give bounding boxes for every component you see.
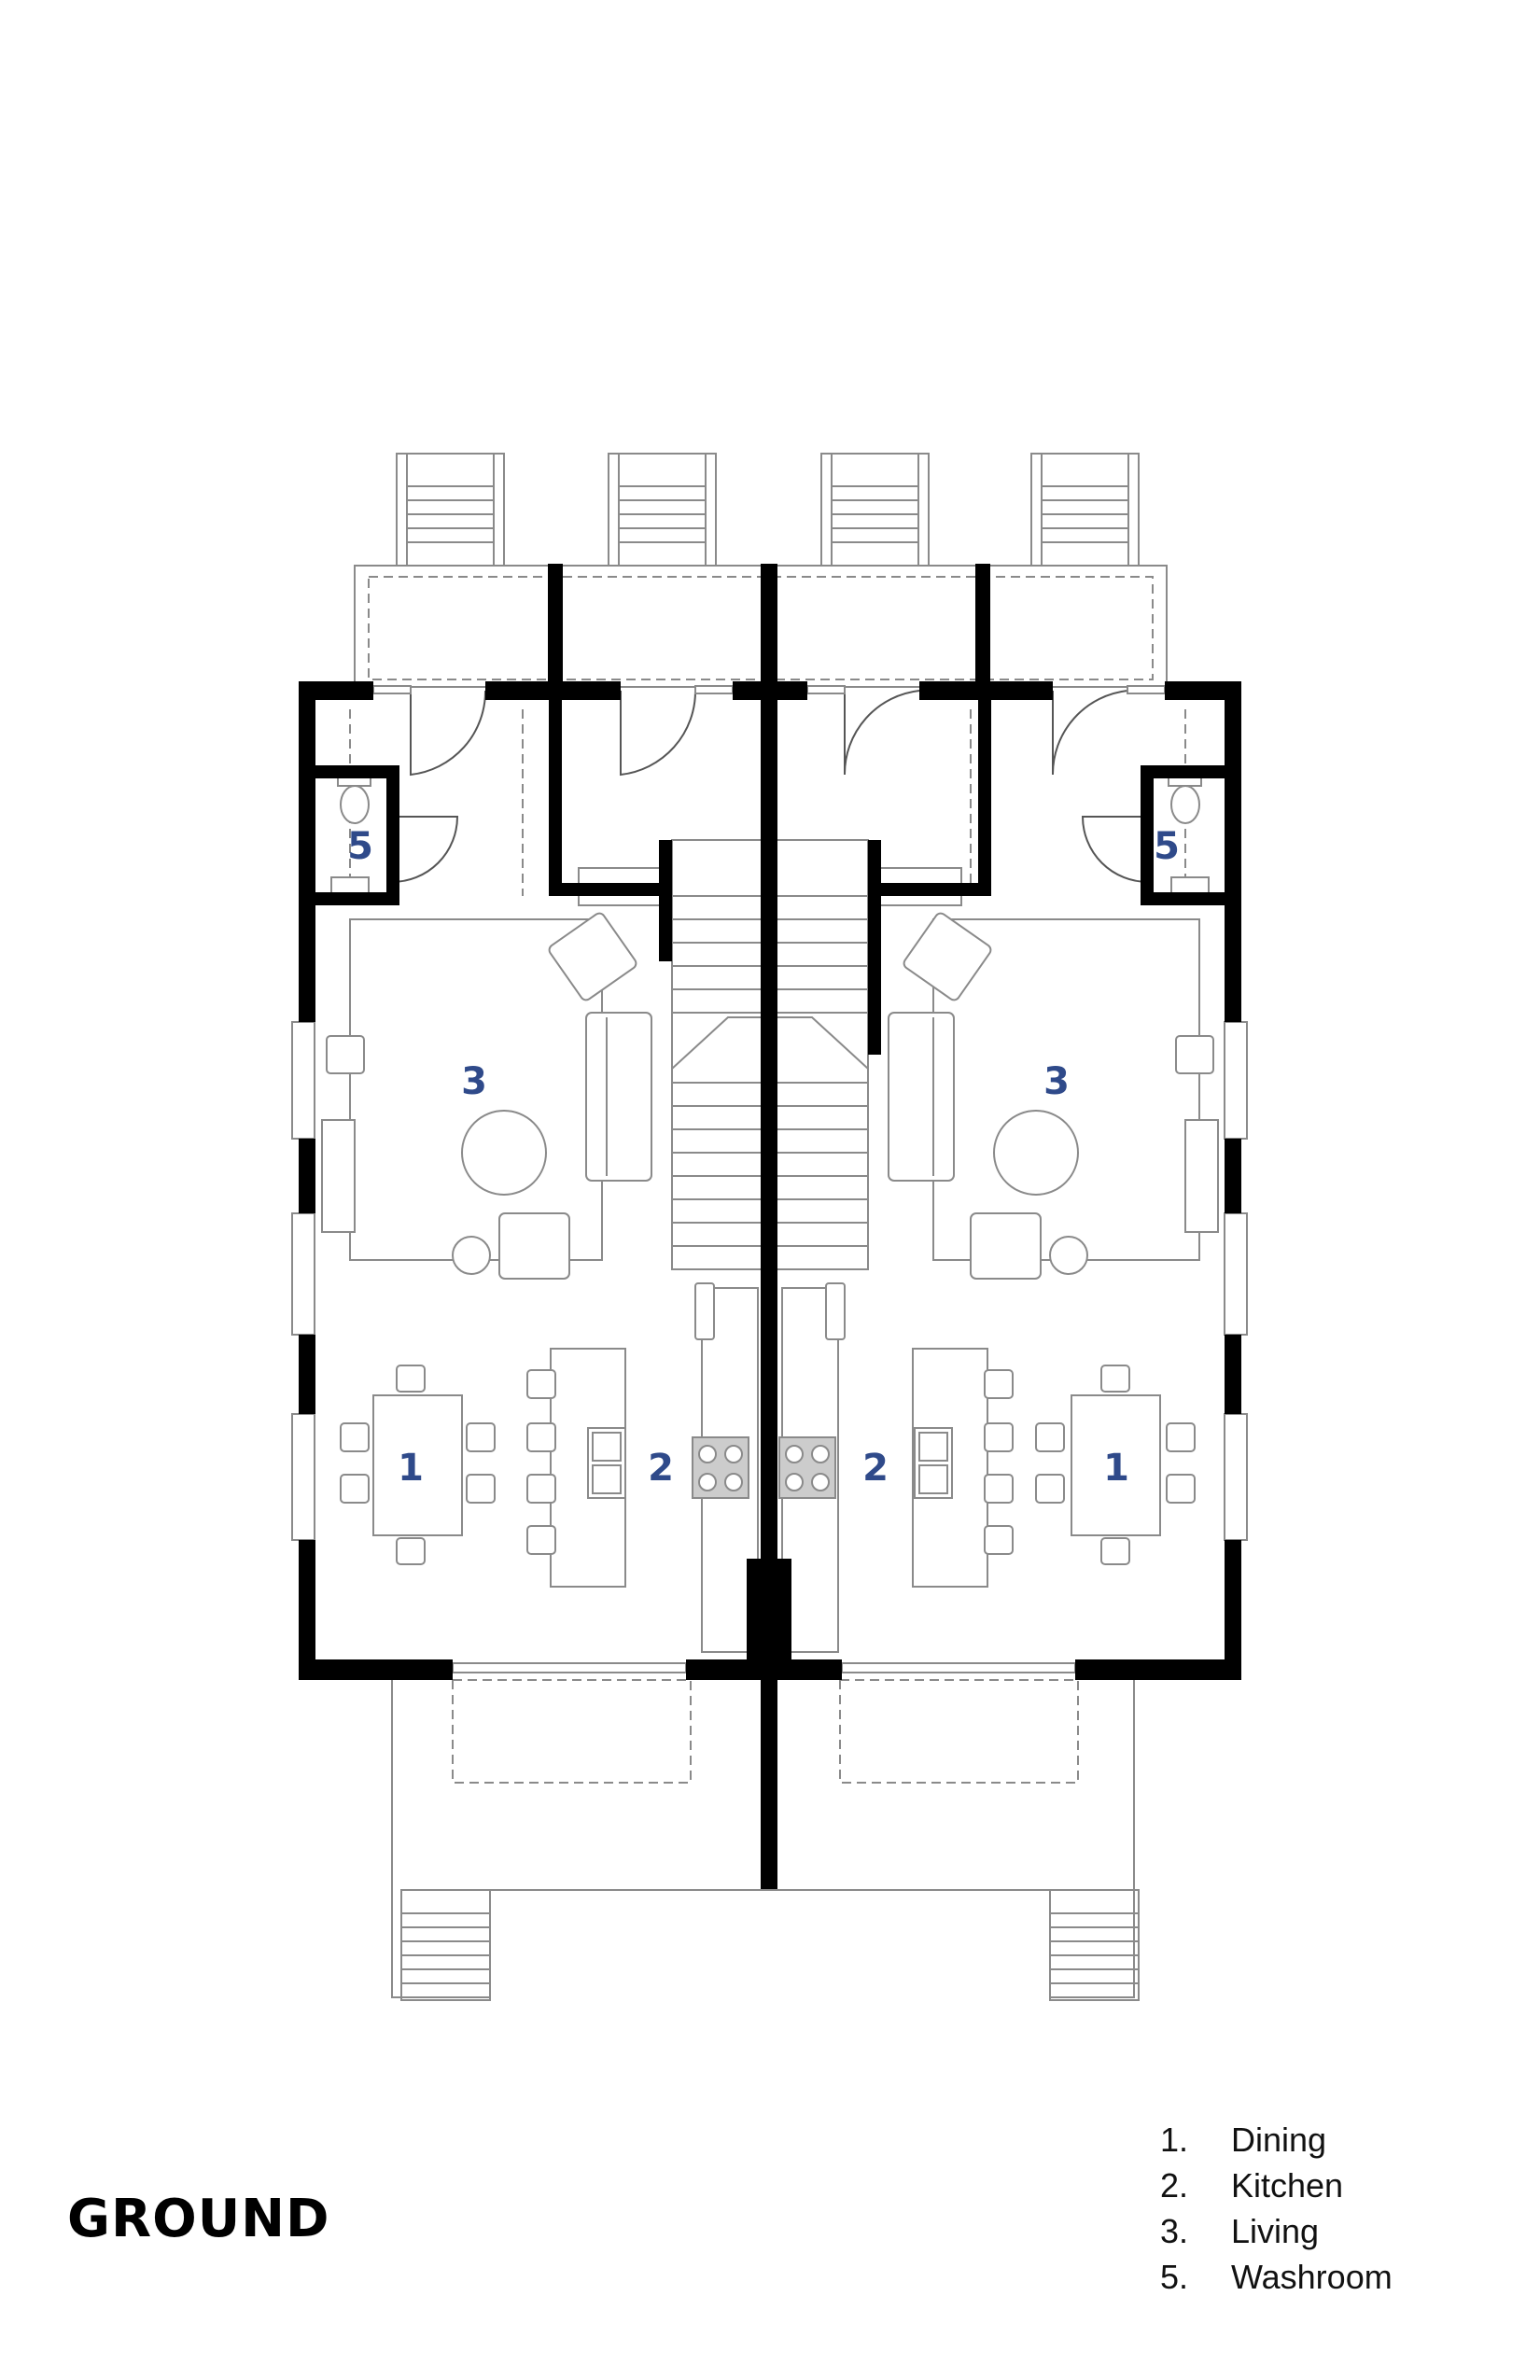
sink-left: [587, 1427, 626, 1499]
legend-label: Kitchen: [1231, 2165, 1344, 2205]
legend: 1. Dining 2. Kitchen 3. Living 5. Washro…: [1160, 2117, 1393, 2300]
dining-table-left: [372, 1394, 463, 1536]
legend-label: Living: [1231, 2211, 1320, 2250]
sink-right: [914, 1427, 953, 1499]
room-labels: 1 2 3 5 1 2 3 5: [347, 825, 1180, 1490]
sofa-right: [888, 1012, 955, 1182]
stove-right: [778, 1436, 836, 1499]
island-stools-right: [984, 1369, 1014, 1555]
coffee-table-right: [993, 1110, 1079, 1196]
furniture: [321, 774, 1219, 1653]
stair-top-4: [1030, 453, 1140, 567]
bottom-stairs: [400, 1889, 1140, 2001]
legend-item: 1. Dining: [1160, 2117, 1393, 2163]
toilet-left: [337, 774, 371, 824]
room-label-washroom-right: 5: [1154, 825, 1180, 868]
coffee-table-left: [461, 1110, 547, 1196]
legend-label: Washroom: [1231, 2257, 1393, 2296]
console-left: [321, 1119, 356, 1233]
toilet-right: [1168, 774, 1202, 824]
legend-item: 2. Kitchen: [1160, 2163, 1393, 2208]
dining-chairs-right: [1035, 1365, 1196, 1565]
chair-left-window: [326, 1035, 365, 1074]
stair-top-1: [396, 453, 505, 567]
legend-item: 3. Living: [1160, 2208, 1393, 2254]
walls: [299, 564, 1241, 1889]
room-label-dining-left: 1: [398, 1447, 424, 1490]
room-label-kitchen-left: 2: [648, 1447, 674, 1490]
page-title: GROUND: [67, 2189, 330, 2249]
sofa-left: [585, 1012, 652, 1182]
windows: [291, 685, 1248, 1673]
room-label-washroom-left: 5: [347, 825, 373, 868]
top-stairs: [396, 453, 1140, 567]
island-stools-left: [526, 1369, 556, 1555]
stair-bottom-right: [1049, 1889, 1140, 2001]
dining-table-right: [1071, 1394, 1161, 1536]
room-label-living-left: 3: [461, 1060, 487, 1103]
legend-item: 5. Washroom: [1160, 2254, 1393, 2300]
armchair-left-top: [548, 912, 637, 1001]
side-table-left: [452, 1236, 491, 1275]
legend-label: Dining: [1231, 2120, 1327, 2159]
stair-top-2: [608, 453, 717, 567]
legend-number: 5.: [1160, 2257, 1189, 2296]
stair-top-3: [820, 453, 930, 567]
armchair-left-bottom: [498, 1212, 570, 1280]
room-label-kitchen-right: 2: [862, 1447, 889, 1490]
armchair-right-top: [903, 912, 992, 1001]
side-table-right: [1049, 1236, 1088, 1275]
room-label-dining-right: 1: [1103, 1447, 1129, 1490]
armchair-right-bottom: [970, 1212, 1042, 1280]
stove-left: [692, 1436, 749, 1499]
doors: [391, 690, 1149, 884]
dining-chairs-left: [340, 1365, 496, 1565]
legend-number: 1.: [1160, 2120, 1189, 2159]
legend-number: 2.: [1160, 2165, 1189, 2205]
stair-bottom-left: [400, 1889, 491, 2001]
console-right: [1184, 1119, 1219, 1233]
chair-right-window: [1175, 1035, 1214, 1074]
legend-number: 3.: [1160, 2211, 1189, 2250]
room-label-living-right: 3: [1043, 1060, 1070, 1103]
